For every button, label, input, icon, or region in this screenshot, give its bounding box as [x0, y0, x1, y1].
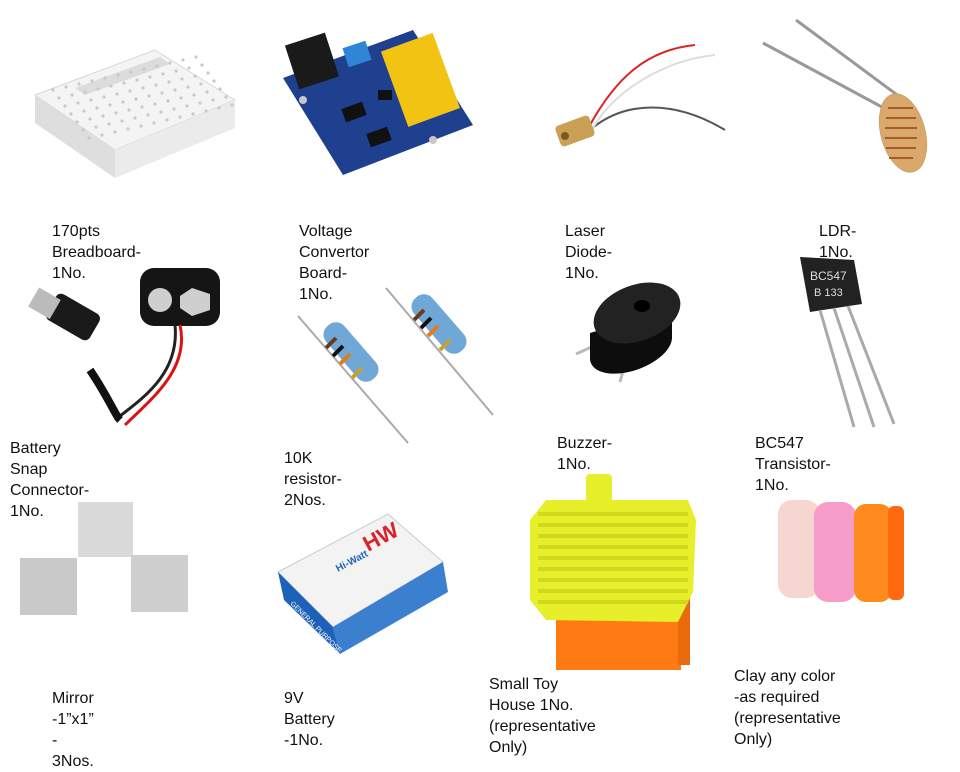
resistor-image	[297, 287, 494, 444]
transistor-image: BC547 B 133	[800, 257, 896, 428]
laser-diode-image	[555, 44, 726, 147]
item-label: BC547 Transistor-1No.	[755, 435, 831, 494]
item-label: Mirror -1”x1” - 3Nos.	[52, 690, 94, 770]
item-label: Small Toy House 1No. (representative Onl…	[489, 676, 596, 756]
9v-battery-image: HW Hi-Watt GENERAL PURPOSE	[277, 513, 448, 655]
item-label: 10K resistor-2Nos.	[284, 450, 342, 509]
buzzer-image	[575, 282, 681, 383]
item-label: Laser Diode-1No.	[565, 223, 613, 282]
item-label: Battery Snap Connector-1No.	[10, 440, 90, 520]
ldr-image	[762, 18, 928, 173]
item-label: 170pts Breadboard-1No.	[52, 223, 141, 282]
breadboard-image	[33, 49, 237, 178]
item-label: Clay any color -as required (representat…	[734, 668, 841, 748]
battery-snap-connector-image	[28, 268, 220, 427]
toy-house-image	[530, 474, 696, 670]
clay-image	[778, 500, 904, 602]
mirror-image	[20, 502, 188, 615]
transistor-marking-bottom: B 133	[814, 287, 843, 299]
voltage-converter-board-image	[283, 30, 473, 175]
item-label: LDR-1No.	[819, 223, 857, 261]
item-label: Voltage Convertor Board-1No.	[299, 223, 370, 303]
transistor-marking-top: BC547	[810, 269, 847, 283]
item-label: Buzzer-1No.	[557, 435, 613, 473]
